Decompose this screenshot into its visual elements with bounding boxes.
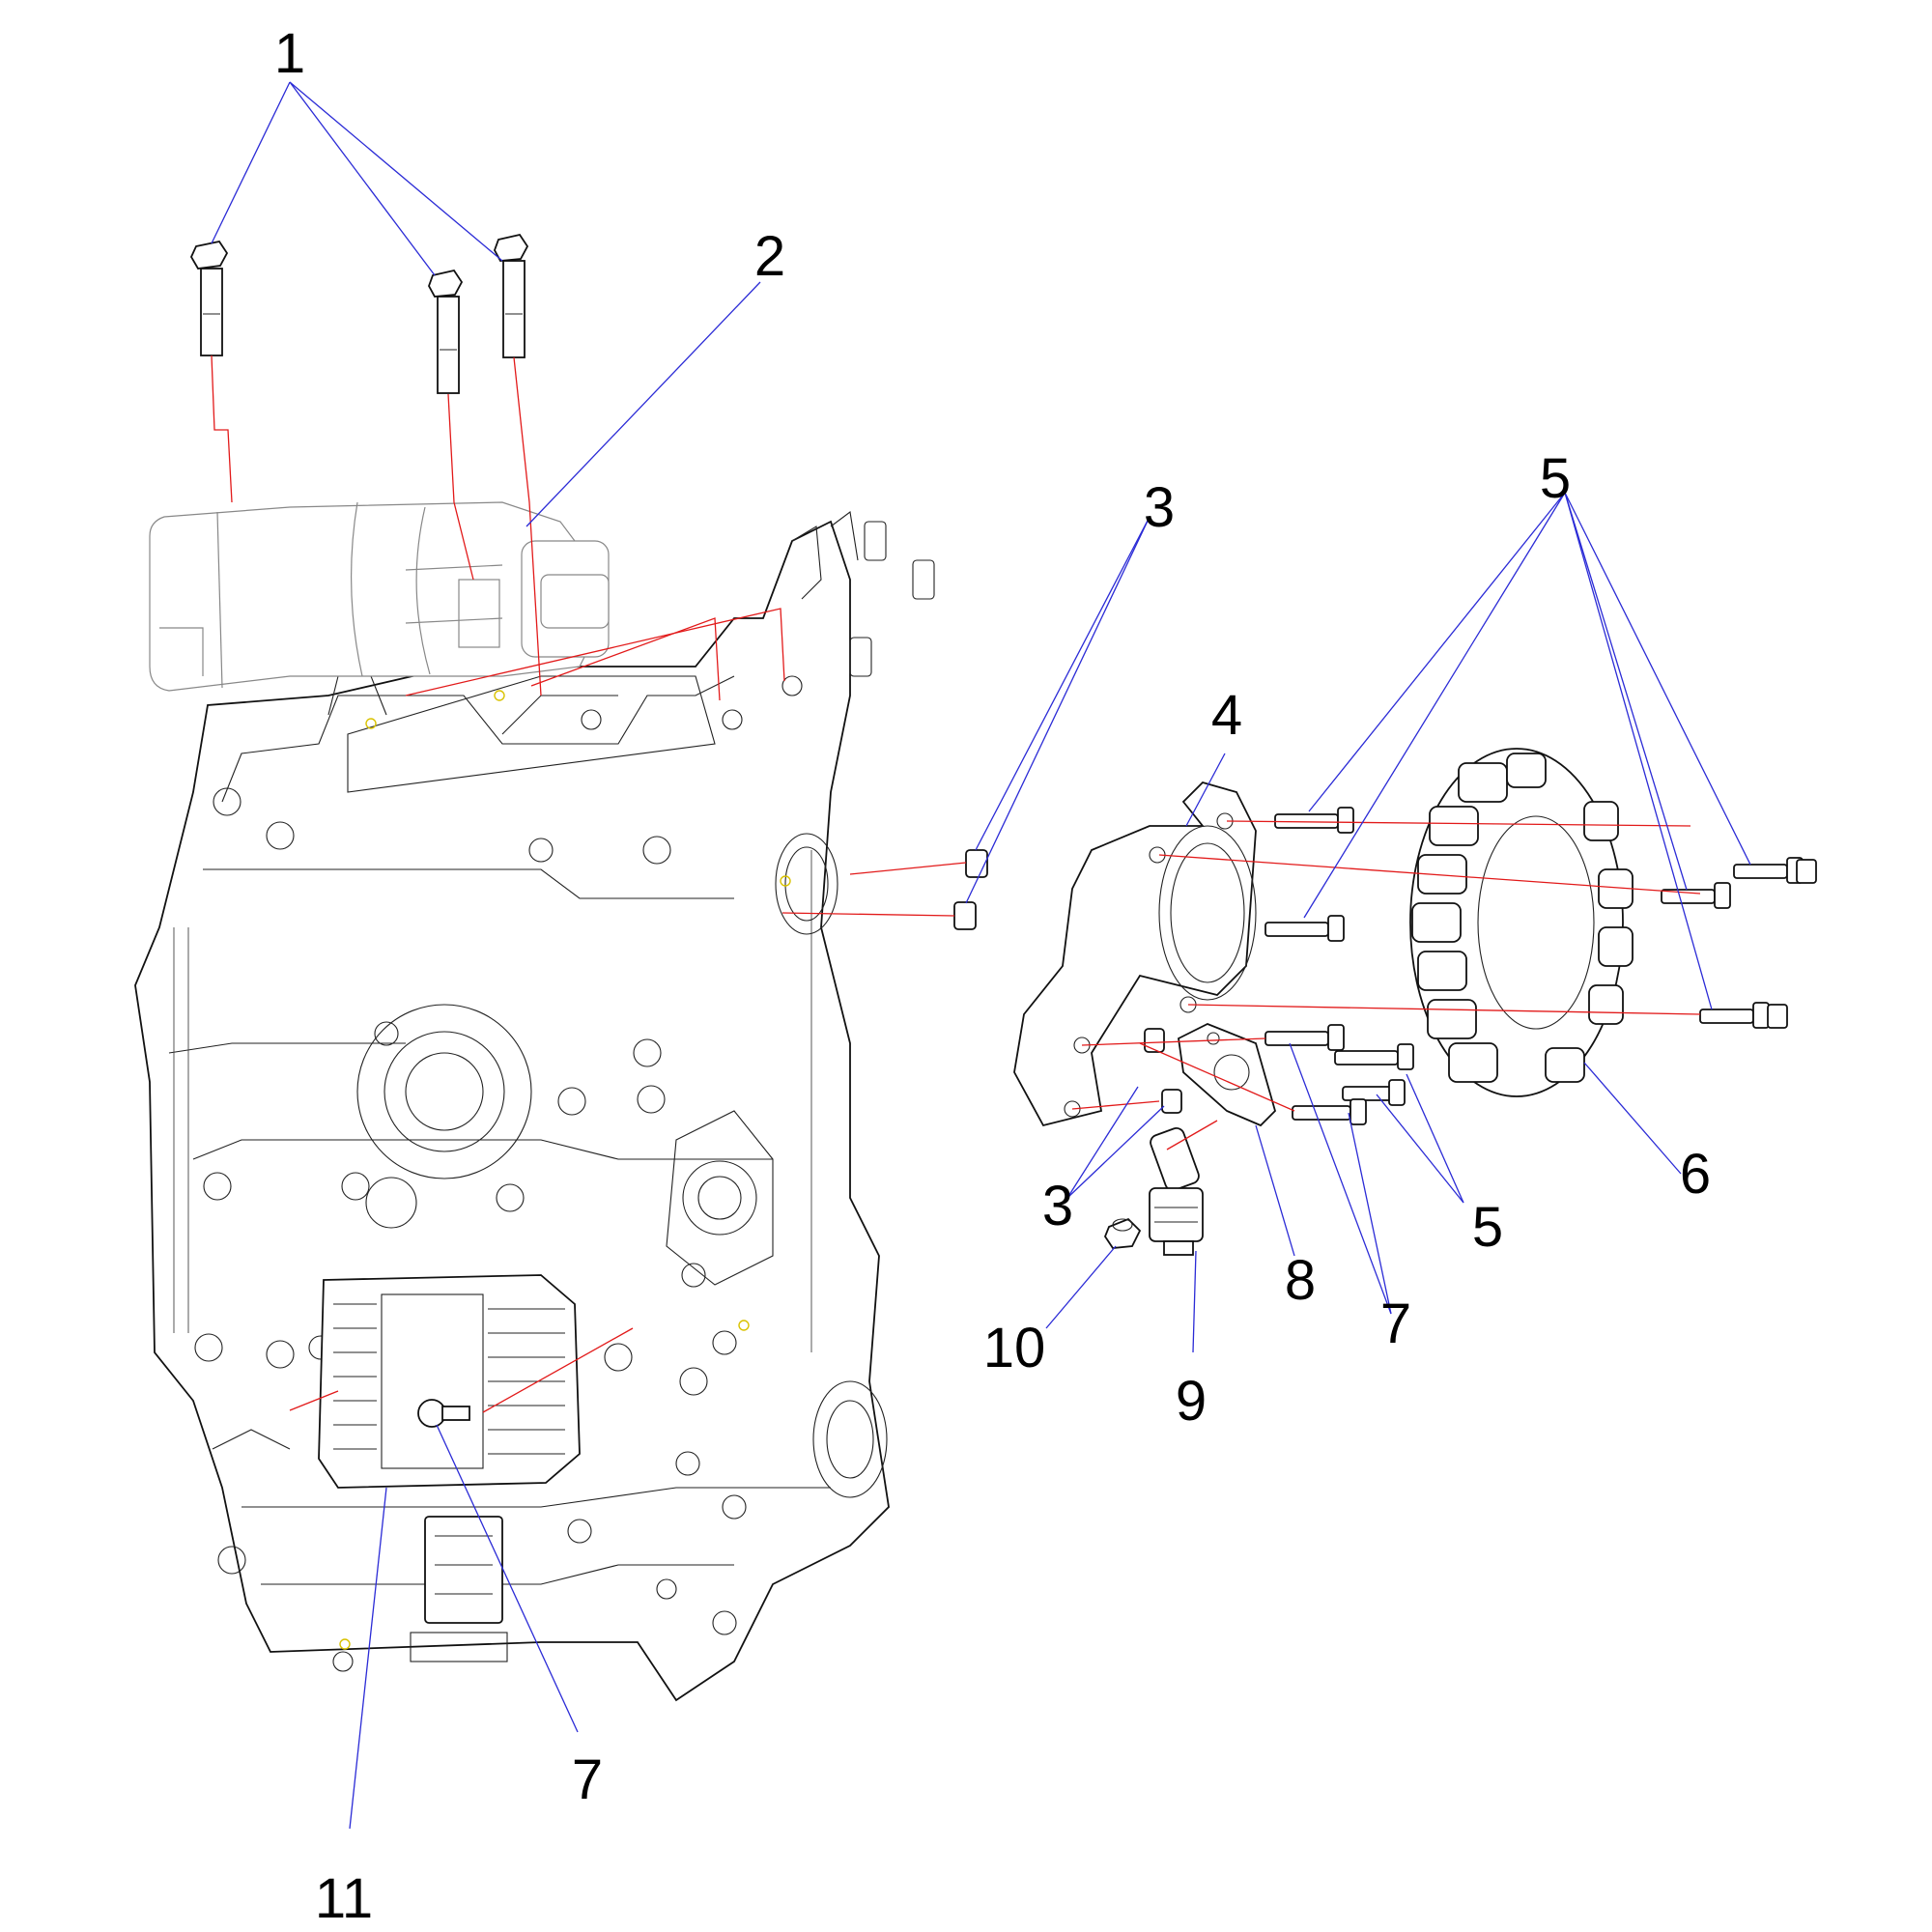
leader-lines	[211, 81, 1751, 1830]
sensor-plate	[1178, 1023, 1277, 1127]
bolt-1b	[428, 269, 464, 394]
screws-item-5	[1264, 807, 1817, 1125]
callout-3-top: 3	[1144, 476, 1175, 539]
dowel-pins	[953, 849, 1182, 1114]
callout-10: 10	[983, 1317, 1046, 1379]
callout-7-bottom: 7	[572, 1748, 603, 1811]
bolt-1a	[189, 240, 229, 356]
callout-9: 9	[1176, 1370, 1207, 1433]
callout-7-right: 7	[1380, 1293, 1411, 1355]
dowel-3d	[1144, 1028, 1165, 1053]
bolt-1c	[494, 233, 529, 358]
dowel-3b	[953, 901, 977, 930]
callout-4: 4	[1211, 684, 1242, 747]
voltage-regulator	[318, 1274, 581, 1489]
stator	[1409, 748, 1634, 1097]
sensor-bolt	[1103, 1217, 1142, 1249]
starter-mounting-bolts	[189, 233, 529, 394]
callout-5-bottom: 5	[1472, 1196, 1503, 1259]
callout-5-top: 5	[1540, 447, 1571, 510]
alignment-lines	[211, 355, 1701, 1413]
callout-labels: 1 2 3 3 4 5 5 6 7 7 8 9 10 11	[274, 22, 1711, 1930]
callout-8: 8	[1285, 1249, 1316, 1312]
callout-11: 11	[315, 1867, 373, 1930]
dowel-3a	[965, 849, 988, 878]
stator-bracket	[1013, 781, 1257, 1127]
dowel-3c	[1161, 1089, 1182, 1114]
speed-sensor	[1149, 1127, 1204, 1256]
callout-3-bottom: 3	[1042, 1175, 1073, 1237]
callout-1: 1	[274, 22, 305, 85]
engine-crankcase	[134, 511, 935, 1702]
callout-2: 2	[754, 225, 785, 288]
callout-6: 6	[1680, 1143, 1711, 1206]
starter-motor	[149, 501, 610, 692]
